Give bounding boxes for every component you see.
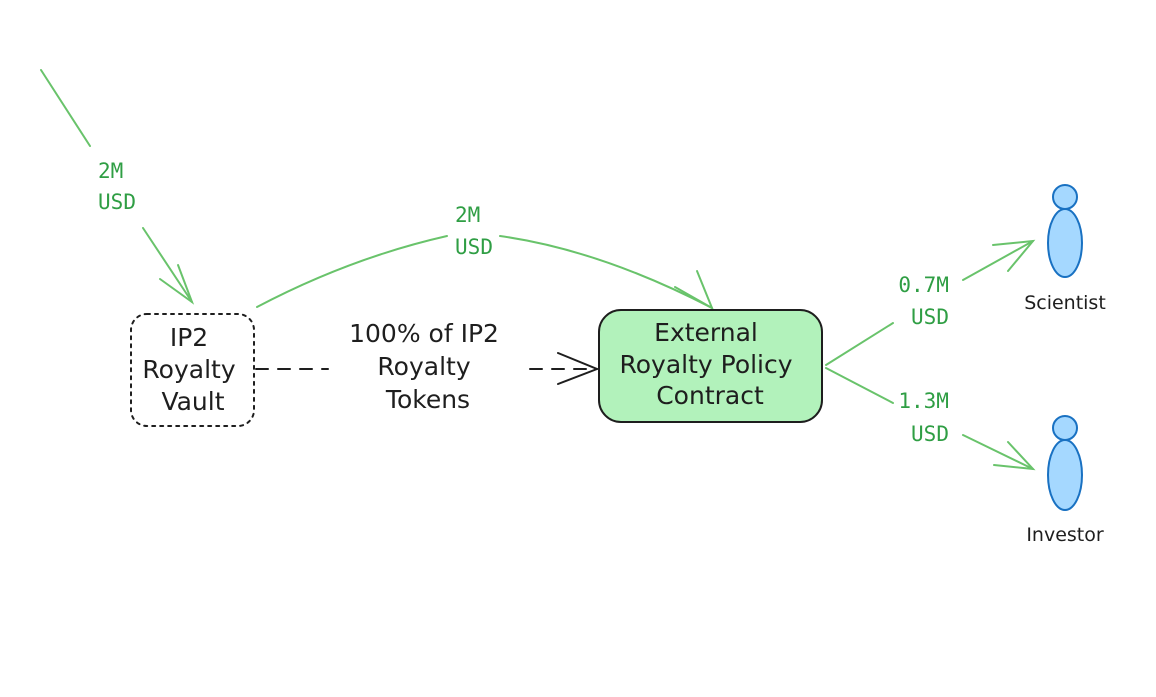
scientist-label: Scientist xyxy=(1024,292,1106,314)
investor-person-icon xyxy=(1047,415,1083,511)
investor-flow-arrow xyxy=(825,367,1036,471)
incoming-flow-arrow xyxy=(40,69,195,305)
contract-label: External Royalty Policy Contract xyxy=(619,318,800,410)
scientist-flow-arrow xyxy=(825,239,1036,366)
token-transfer-arrow xyxy=(255,352,600,385)
investor-flow-amount: 1.3M USD xyxy=(898,389,961,446)
vault-to-contract-amount: 2M USD xyxy=(455,203,493,259)
royalty-vault-node: IP2 Royalty Vault xyxy=(130,313,255,427)
incoming-flow-amount: 2M USD xyxy=(98,159,136,214)
scientist-flow-amount-unit: USD xyxy=(911,305,949,329)
vault-to-contract-flow-arrow xyxy=(256,235,715,311)
investor-label: Investor xyxy=(1026,524,1104,546)
incoming-flow-amount-unit: USD xyxy=(98,190,136,214)
vault-to-contract-amount-value: 2M xyxy=(455,203,480,227)
token-transfer-label: 100% of IP2 Royalty Tokens xyxy=(349,319,507,414)
royalty-vault-label: IP2 Royalty Vault xyxy=(142,323,243,416)
scientist-flow-amount: 0.7M USD xyxy=(898,273,961,329)
incoming-flow-amount-value: 2M xyxy=(98,159,123,183)
scientist-person-icon xyxy=(1047,184,1083,278)
royalty-policy-contract-node: External Royalty Policy Contract xyxy=(598,309,823,423)
vault-to-contract-amount-unit: USD xyxy=(455,235,493,259)
investor-flow-amount-unit: USD xyxy=(911,422,949,446)
scientist-flow-amount-value: 0.7M xyxy=(898,273,949,297)
contract-box xyxy=(598,309,823,423)
investor-flow-amount-value: 1.3M xyxy=(898,389,949,413)
royalty-vault-box xyxy=(130,313,255,427)
